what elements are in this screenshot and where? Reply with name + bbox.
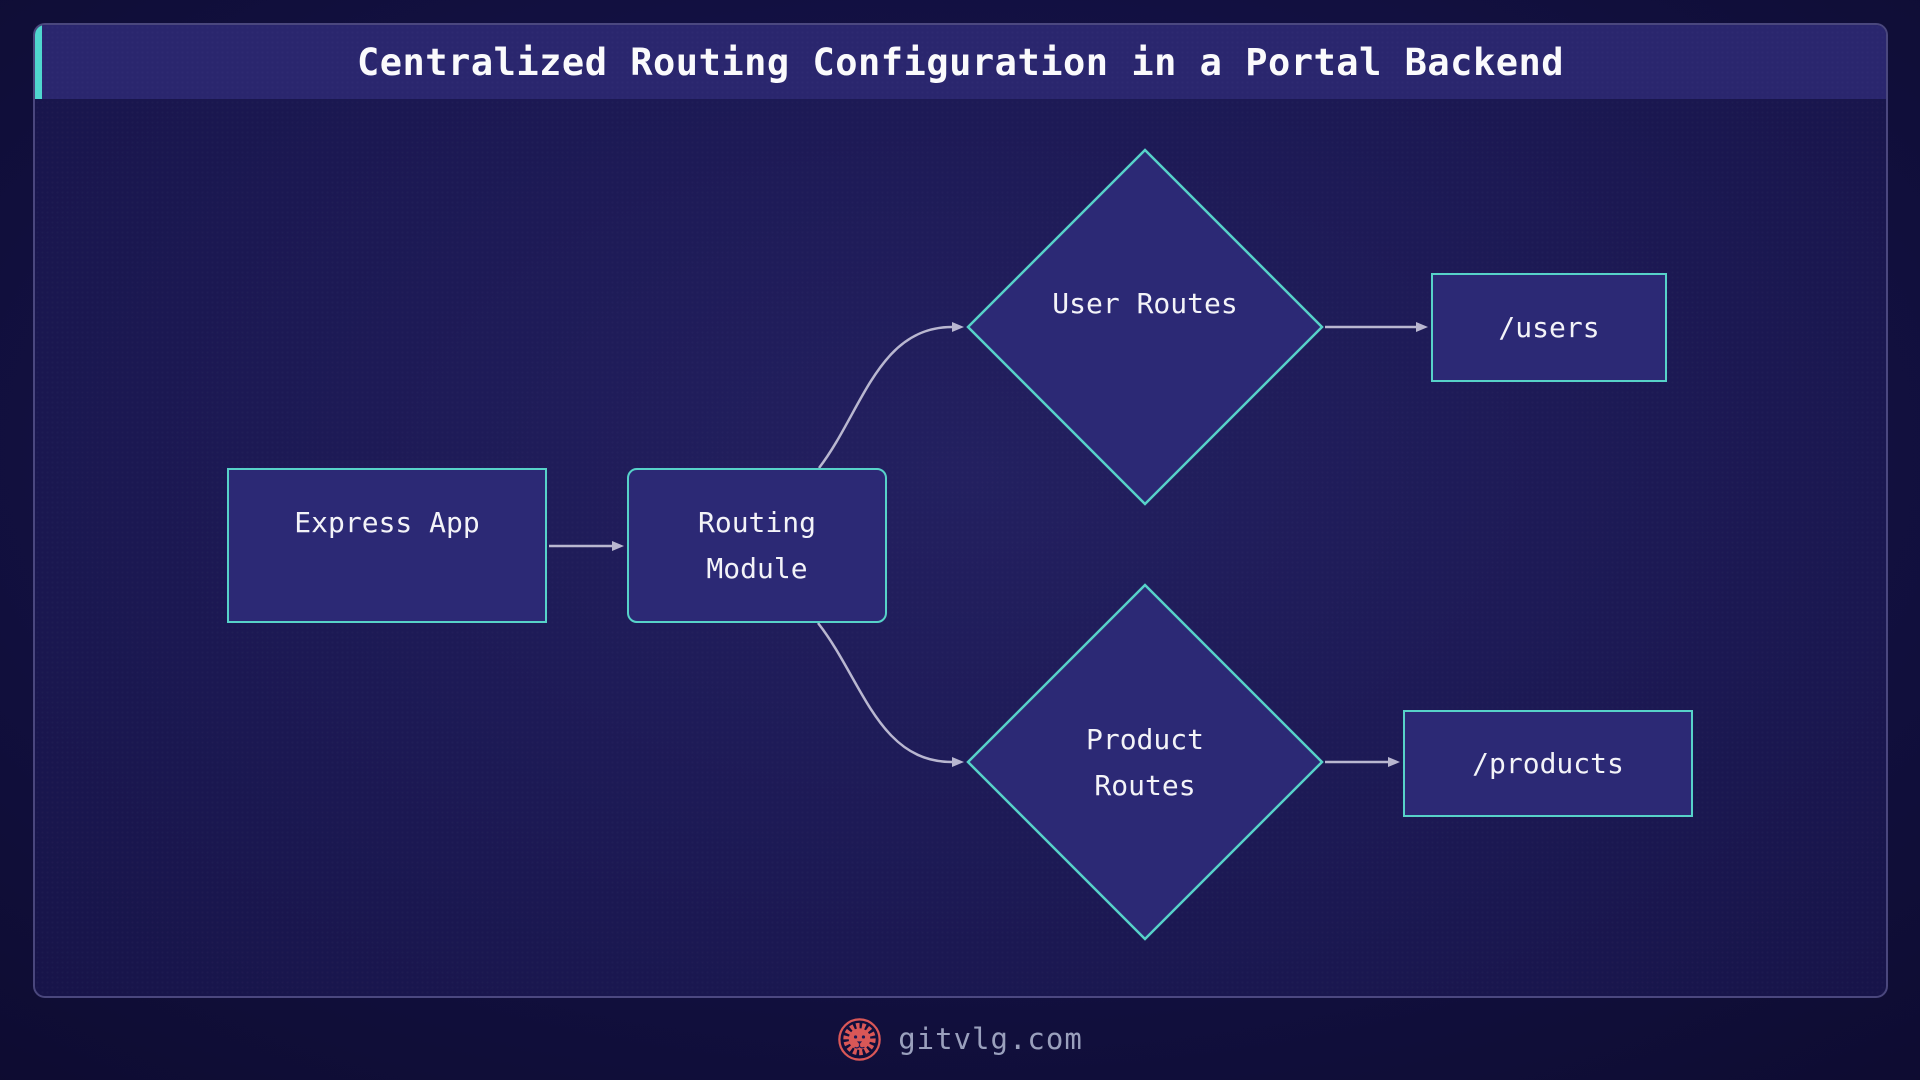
lion-right-eye — [862, 1034, 866, 1039]
products-endpoint-label: /products — [1472, 746, 1624, 780]
edge-routing-to-user-routes — [818, 322, 964, 469]
title-accent-bar — [35, 25, 42, 99]
user-routes-diamond-shape — [966, 148, 1324, 506]
lion-logo-icon — [838, 1017, 881, 1061]
product-routes-label: Product Routes — [1085, 723, 1204, 802]
express-app-node: Express App — [227, 468, 547, 623]
users-endpoint-label: /users — [1498, 310, 1600, 344]
users-endpoint-node: /users — [1431, 273, 1667, 382]
user-routes-diamond: User Routes — [995, 257, 1295, 397]
footer: gitvlg.com — [0, 998, 1920, 1080]
lion-mouth — [854, 1043, 865, 1048]
lion-ears — [851, 1029, 868, 1035]
products-endpoint-node: /products — [1403, 710, 1693, 817]
express-app-label: Express App — [294, 505, 480, 539]
lion-logo-ring — [838, 1017, 881, 1061]
lion-mane — [843, 1022, 876, 1055]
page-title: Centralized Routing Configuration in a P… — [356, 40, 1565, 84]
user-routes-label: User Routes — [1052, 287, 1238, 320]
title-bar: Centralized Routing Configuration in a P… — [35, 25, 1886, 99]
routing-module-node: Routing Module — [627, 468, 887, 623]
product-routes-diamond-shape — [966, 583, 1324, 941]
lion-left-eye — [854, 1034, 858, 1039]
diagram-panel: Centralized Routing Configuration in a P… — [33, 23, 1888, 998]
footer-site-text: gitvlg.com — [898, 1022, 1083, 1056]
product-routes-diamond: Product Routes — [1035, 693, 1255, 833]
edge-routing-to-product-routes — [817, 622, 964, 767]
routing-module-label: Routing Module — [697, 505, 816, 585]
lion-nose — [857, 1040, 863, 1044]
